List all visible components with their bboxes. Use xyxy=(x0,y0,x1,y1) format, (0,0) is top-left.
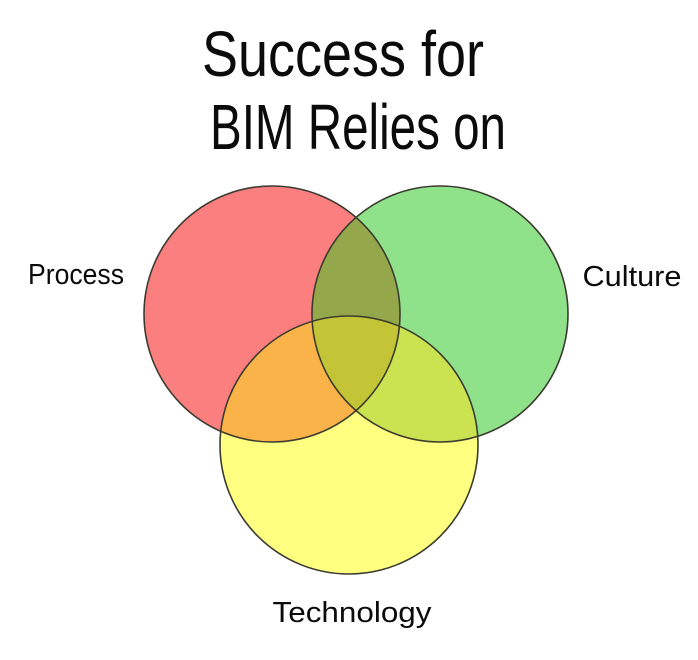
technology-circle-outline xyxy=(219,315,479,575)
process-technology-overlap xyxy=(220,316,400,442)
culture-overlap-group xyxy=(312,316,478,442)
title-line-1: Success for xyxy=(202,18,484,90)
title-line-2: BIM Relies on xyxy=(210,91,506,163)
culture-label: Culture xyxy=(583,261,682,293)
culture-technology-overlap xyxy=(312,316,478,442)
technology-label: Technology xyxy=(273,597,433,629)
process-label: Process xyxy=(28,259,124,291)
process-circle-outline xyxy=(143,185,401,443)
culture-circle-outline xyxy=(311,185,569,443)
